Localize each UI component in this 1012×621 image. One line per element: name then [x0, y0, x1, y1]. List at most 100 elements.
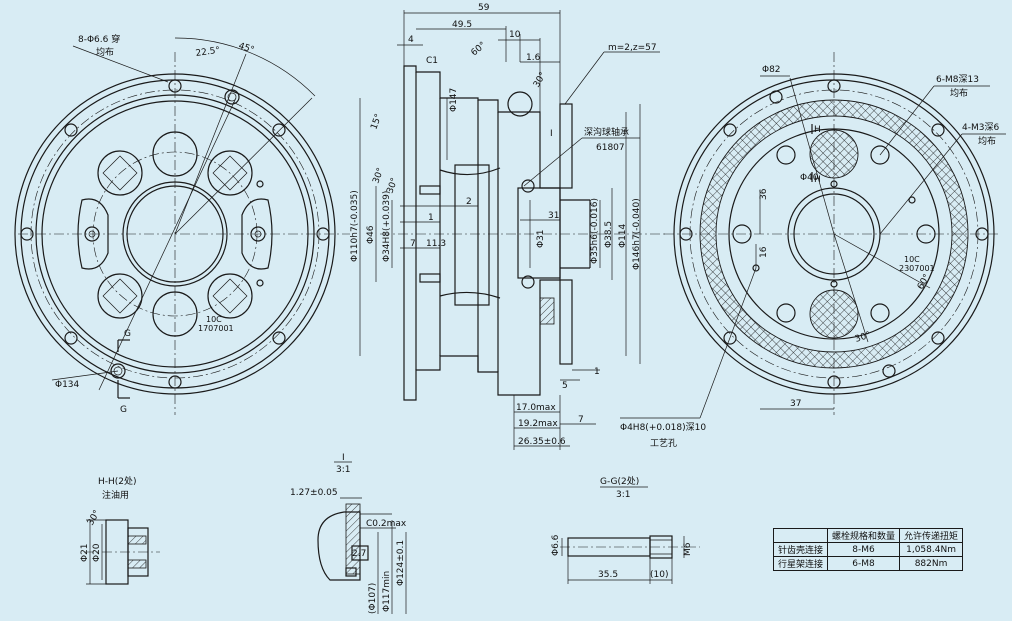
bolt-hole: [64, 331, 78, 345]
gear-bottom: [559, 279, 573, 365]
detail-i-scale: 3:1: [336, 465, 350, 475]
detail-i-chamfer: C0.2max: [366, 519, 407, 529]
hatched-boss-top: [809, 129, 859, 179]
spec-header-cell: [772, 528, 829, 543]
angle-60: 60°: [470, 40, 489, 58]
spec-cell: 6-M8: [827, 556, 901, 571]
dim-1b: 1: [594, 367, 600, 377]
dim-59: 59: [478, 3, 490, 13]
dia-146: Φ146h7(-0.040): [632, 198, 642, 270]
side-view: 59 49.5 10 4 1.6 C1 60° 30° 15° 30° 30° …: [350, 3, 665, 450]
bearing-code: 61807: [596, 143, 625, 153]
chamfer-c1: C1: [426, 56, 438, 66]
back-outer-circle: [673, 73, 995, 395]
bolt-holes: [20, 79, 330, 389]
dia-46: Φ46: [366, 225, 376, 244]
detail-i-dia-117: Φ117min: [382, 571, 392, 612]
bearing-ball: [507, 91, 533, 117]
section-mark-top: G: [124, 329, 131, 339]
dim-36: 36: [759, 188, 769, 200]
angle-30-b: 30°: [371, 167, 386, 185]
spec-cell: 行星架连接: [772, 556, 829, 571]
stamp-back-line-2: 2307001: [899, 264, 935, 273]
pin-hole-note: Φ4H8(+0.018)深10: [620, 422, 706, 433]
table-row: 行星架连接 6-M8 882Nm: [772, 556, 964, 571]
angle-15: 15°: [369, 113, 384, 131]
dim-37: 37: [790, 399, 801, 409]
output-shaft: [517, 187, 561, 279]
gear-spec: m=2,z=57: [608, 43, 657, 53]
spec-cell: 1,058.4Nm: [899, 542, 964, 557]
dim-2: 2: [466, 197, 472, 207]
detail-hh: H-H(2处) 注油用 Φ21 Φ20 30°: [80, 475, 160, 585]
detail-gg: G-G(2处) 3:1 Φ6.6 M6 35.5 (10): [551, 475, 700, 584]
pin-hole-purpose: 工艺孔: [650, 438, 677, 449]
dia-35: Φ35h6(-0.016): [590, 198, 600, 264]
stamp-line-2: 1707001: [198, 324, 234, 333]
bolt-hole: [272, 123, 286, 137]
dia-34: Φ34H8(+0.039): [382, 191, 392, 262]
front-view: 8-Φ6.6 穿 均布 22.5° 45° Φ134 G G 10C 17070…: [14, 33, 350, 415]
dia-outer: Φ134: [55, 380, 80, 390]
back-view: Φ82 Φ40 6-M8深13 均布 4-M3深6 均布 H H 36 16 3…: [620, 52, 1006, 449]
spec-header-cell: 螺栓规格和数量: [827, 528, 901, 543]
square-holes: [97, 150, 253, 319]
knurled-ring: [699, 99, 969, 369]
detail-i-dia-124: Φ124±0.1: [396, 540, 406, 586]
bolt-section: [419, 185, 441, 195]
dim-1-6: 1.6: [526, 53, 541, 63]
detail-i-dim-2-7: 2.7: [352, 549, 366, 559]
detail-hh-dia-21: Φ21: [80, 543, 90, 562]
spec-table: 螺栓规格和数量 允许传递扭矩 针齿壳连接 8-M6 1,058.4Nm 行星架连…: [772, 528, 964, 571]
detail-i: I 3:1 1.27±0.05 C0.2max 2.7 Φ124±0.1 (Φ1…: [290, 453, 407, 614]
hatched-boss-bottom: [809, 289, 859, 339]
bolt-hole: [64, 123, 78, 137]
dim-11-3: 11.3: [426, 239, 446, 249]
bolt-hole: [272, 331, 286, 345]
dia-40: Φ40: [800, 173, 819, 183]
detail-gg-dim-35-5: 35.5: [598, 570, 618, 580]
bolt-hole: [110, 363, 126, 379]
dim-5: 5: [562, 381, 568, 391]
dim-19-2: 19.2max: [518, 419, 558, 429]
dia-110: Φ110h7(-0.035): [350, 190, 360, 262]
dim-4: 4: [408, 35, 414, 45]
dia-31: Φ31: [536, 229, 546, 248]
detail-gg-thread: M6: [683, 542, 693, 556]
detail-gg-dia-6-6: Φ6.6: [551, 534, 561, 556]
note-m3-line-1: 4-M3深6: [962, 122, 999, 133]
dim-1: 1: [428, 213, 434, 223]
detail-gg-scale: 3:1: [616, 490, 630, 500]
large-hole: [152, 291, 198, 337]
dia-114: Φ114: [618, 223, 628, 248]
note-m3-line-2: 均布: [978, 135, 996, 147]
dim-26-35: 26.35±0.6: [518, 437, 566, 447]
back-bolt-holes: [679, 79, 989, 389]
angle-45: 45°: [237, 41, 255, 55]
detail-i-title: I: [342, 453, 345, 463]
front-outer-circle: [14, 73, 336, 395]
stamp-back-line-1: 10C: [904, 255, 920, 264]
dim-10: 10: [509, 30, 521, 40]
detail-mark-i: I: [550, 129, 553, 139]
gear-top: [559, 103, 573, 189]
angle-22-5: 22.5°: [195, 46, 221, 59]
spec-header-cell: 允许传递扭矩: [899, 528, 964, 543]
bearing-name: 深沟球轴承: [584, 126, 629, 138]
bolt-hole: [20, 227, 34, 241]
detail-hh-dia-20: Φ20: [92, 543, 102, 562]
dim-49-5: 49.5: [452, 20, 472, 30]
spec-cell: 882Nm: [899, 556, 964, 571]
hole-note-2: 均布: [96, 46, 114, 58]
note-m8-line-1: 6-M8深13: [936, 74, 979, 85]
front-center-bore: [122, 181, 228, 287]
table-row: 针齿壳连接 8-M6 1,058.4Nm: [772, 542, 964, 557]
detail-hh-angle: 30°: [86, 509, 103, 528]
note-m8-line-2: 均布: [950, 87, 968, 99]
detail-gg-dim-10: (10): [650, 570, 668, 580]
spec-table-header: 螺栓规格和数量 允许传递扭矩: [772, 528, 964, 543]
side-slot-left: [77, 198, 109, 270]
hole-note-1: 8-Φ6.6 穿: [78, 33, 120, 45]
